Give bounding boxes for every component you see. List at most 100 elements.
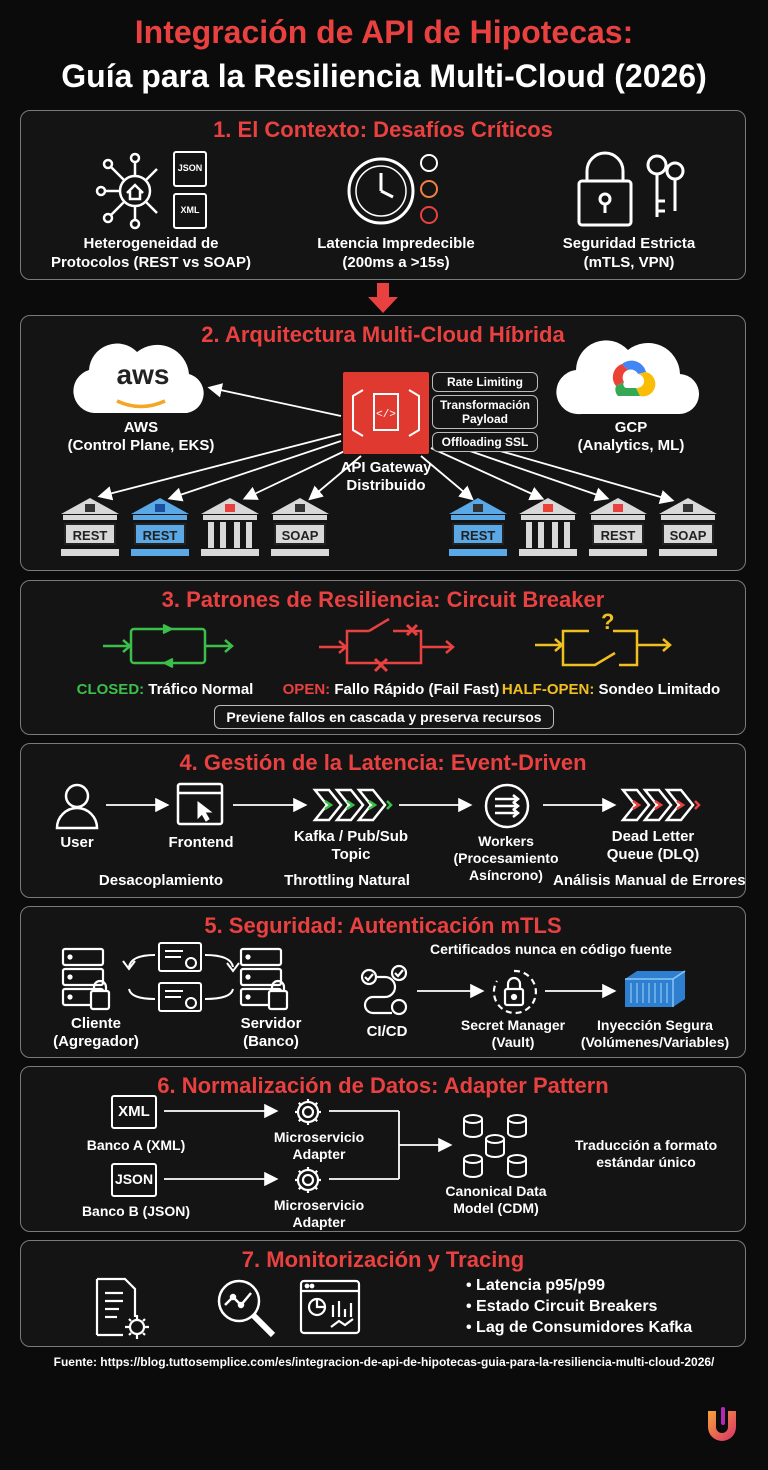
gcp-label-line1: GCP: [614, 419, 648, 436]
state-closed-name: CLOSED:: [76, 681, 145, 698]
challenge-latency-line1: Latencia Impredecible: [317, 235, 475, 252]
circuit-closed-icon: [101, 621, 236, 676]
bank-a-label: Banco A (XML): [86, 1137, 186, 1153]
translation-note-line2: estándar único: [596, 1154, 696, 1170]
challenge-protocols-line1: Heterogeneidad de: [83, 235, 219, 252]
mtls-flow-arrows: [417, 983, 617, 999]
gear-icon: [293, 1165, 323, 1200]
network-hub-icon: [95, 151, 175, 236]
aws-logo-text: aws: [116, 359, 170, 390]
certs-note: Certificados nunca en código fuente: [430, 941, 672, 957]
challenge-security-line1: Seguridad Estricta: [562, 235, 696, 252]
xml-file-icon: XML: [173, 193, 207, 229]
cicd-label: CI/CD: [366, 1023, 408, 1040]
state-half-open-label: HALF-OPEN: Sondeo Limitado: [496, 681, 726, 699]
section-event-driven: 4. Gestión de la Latencia: Event-Driven …: [20, 743, 746, 898]
secret-manager-line2: (Vault): [491, 1034, 535, 1050]
kafka-label-line1: Kafka / Pub/Sub: [293, 828, 409, 845]
bank-building-icon: REST: [59, 496, 121, 563]
section-1-title: 1. El Contexto: Desafíos Críticos: [213, 117, 553, 142]
gcp-label-line2: (Analytics, ML): [577, 437, 685, 454]
bank-server-icon: [239, 947, 289, 1018]
client-label-line2: (Agregador): [53, 1033, 139, 1050]
kafka-topic-icon: [312, 788, 393, 827]
event-flow-arrows: [106, 797, 617, 813]
json-tag-label: JSON: [114, 1171, 154, 1187]
svg-text:</>: </>: [376, 409, 396, 421]
database-cluster-icon: [461, 1113, 531, 1184]
aws-label-line1: AWS: [123, 419, 159, 436]
bank-building-icon: SOAP: [269, 496, 331, 563]
translation-note-line1: Traducción a formato: [574, 1137, 718, 1153]
dlq-label-line1: Dead Letter: [611, 828, 695, 845]
state-half-open-desc: Sondeo Limitado: [594, 681, 721, 698]
svg-text:?: ?: [601, 609, 614, 634]
gcp-cloud-icon: [556, 334, 701, 424]
feature-transformation: Transformación Payload: [432, 395, 538, 429]
adapter-a-line1: Microservicio: [273, 1129, 365, 1145]
bank-protocol-label: REST: [592, 523, 644, 545]
browser-window-icon: [176, 782, 224, 831]
vault-lock-icon: [491, 969, 537, 1020]
json-file-label: JSON: [177, 163, 203, 173]
adapter-b-line2: Adapter: [292, 1214, 346, 1230]
bank-building-icon: [199, 496, 261, 563]
bank-b-label: Banco B (JSON): [81, 1203, 191, 1219]
padlock-icon: [577, 151, 687, 236]
client-label-line1: Cliente: [70, 1015, 121, 1032]
bank-building-icon: [517, 496, 579, 563]
challenge-security-line2: (mTLS, VPN): [583, 254, 675, 271]
adapter-flow-arrows: [164, 1103, 453, 1187]
gear-icon: [293, 1097, 323, 1132]
report-settings-icon: [93, 1277, 153, 1346]
metric-circuit-breakers: • Estado Circuit Breakers: [466, 1298, 658, 1315]
cdm-label-line2: Model (CDM): [453, 1200, 539, 1216]
frontend-label: Frontend: [168, 834, 234, 851]
section-3-title: 3. Patrones de Resiliencia: Circuit Brea…: [161, 587, 605, 612]
circuit-breaker-note: Previene fallos en cascada y preserva re…: [214, 705, 554, 729]
section-adapter: 6. Normalización de Datos: Adapter Patte…: [20, 1066, 746, 1232]
client-server-icon: [61, 947, 111, 1018]
section-2-title: 2. Arquitectura Multi-Cloud Híbrida: [201, 322, 565, 347]
workers-label-line1: Workers: [478, 833, 534, 849]
state-half-open-name: HALF-OPEN:: [501, 681, 595, 698]
workers-label-line3: Asíncrono): [469, 867, 543, 883]
section-4-title: 4. Gestión de la Latencia: Event-Driven: [179, 750, 587, 775]
section-monitoring: 7. Monitorización y Tracing • Latencia p…: [20, 1240, 746, 1347]
xml-document-icon: XML: [111, 1095, 157, 1129]
xml-tag-label: XML: [118, 1103, 150, 1120]
ci-cd-icon: [359, 964, 411, 1022]
metric-kafka-lag: • Lag de Consumidores Kafka: [466, 1319, 693, 1336]
dead-letter-queue-icon: [620, 788, 701, 827]
analytics-magnifier-icon: [213, 1275, 279, 1346]
bank-protocol-label: REST: [134, 523, 186, 545]
container-icon: [623, 969, 687, 1014]
user-label: User: [60, 834, 94, 851]
state-closed-desc: Tráfico Normal: [144, 681, 254, 698]
clock-icon: [343, 151, 443, 236]
secret-manager-line1: Secret Manager: [460, 1017, 566, 1033]
adapter-b-line1: Microservicio: [273, 1197, 365, 1213]
bank-protocol-label: REST: [452, 523, 504, 545]
state-open-desc: Fallo Rápido (Fail Fast): [330, 681, 500, 698]
cdm-label-line1: Canonical Data: [445, 1183, 547, 1199]
state-open-name: OPEN:: [282, 681, 331, 698]
bank-building-icon: REST: [129, 496, 191, 563]
brand-logo: [702, 1405, 742, 1450]
challenge-latency-line2: (200ms a >15s): [342, 254, 450, 271]
json-file-icon: JSON: [173, 151, 207, 187]
workers-label-line2: (Procesamiento: [453, 850, 559, 866]
adapter-a-line2: Adapter: [292, 1146, 346, 1162]
circuit-half-open-icon: ?: [533, 609, 673, 680]
gateway-label-line2: Distribuido: [346, 477, 426, 494]
dashboard-icon: [299, 1279, 363, 1342]
state-closed-label: CLOSED: Tráfico Normal: [65, 681, 265, 699]
title-line-2: Guía para la Resiliencia Multi-Cloud (20…: [61, 58, 707, 94]
server-label-line1: Servidor: [240, 1015, 302, 1032]
gateway-label-line1: API Gateway: [340, 459, 432, 476]
bank-protocol-label: SOAP: [662, 523, 714, 545]
section-architecture: 2. Arquitectura Multi-Cloud Híbrida aws …: [20, 315, 746, 571]
note-error-analysis: Análisis Manual de Errores: [553, 872, 746, 889]
certificate-exchange-icon: [121, 941, 241, 1020]
section-7-title: 7. Monitorización y Tracing: [241, 1247, 525, 1272]
